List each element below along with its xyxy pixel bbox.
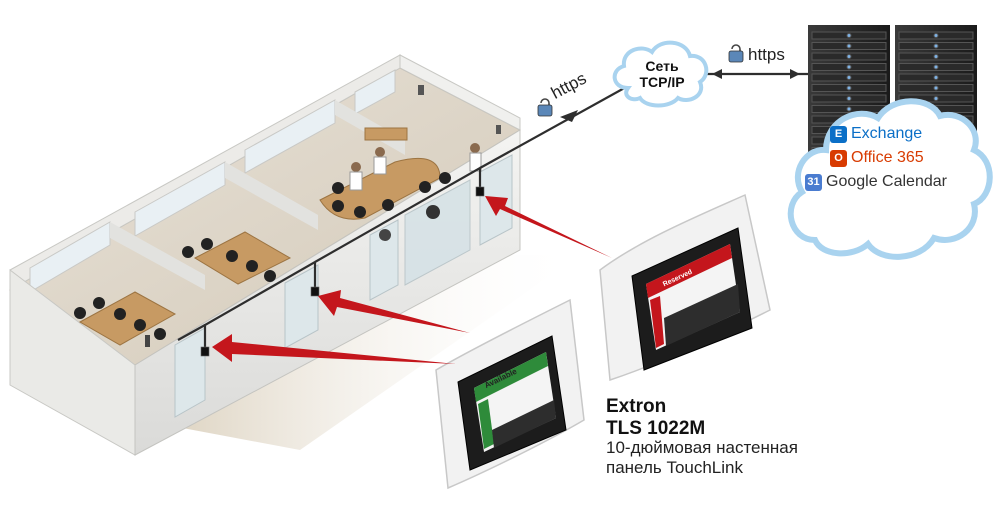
https-label-right: https xyxy=(748,45,785,64)
lock-icon xyxy=(728,44,744,63)
rack-led xyxy=(846,75,852,80)
service-label: Exchange xyxy=(851,125,923,142)
product-description: 10-дюймовая настенная панель TouchLink xyxy=(606,438,798,478)
rack-led xyxy=(933,64,939,70)
rack-led xyxy=(846,33,852,38)
pointer-arrows xyxy=(212,196,612,364)
tcpip-cloud-label: Сеть TCP/IP xyxy=(622,58,702,90)
rack-led xyxy=(933,54,939,59)
exchange-icon: E xyxy=(830,125,847,143)
lock-icon xyxy=(537,98,553,117)
rack-led xyxy=(933,33,939,38)
product-title: Extron TLS 1022M xyxy=(606,396,705,440)
rack-led xyxy=(846,96,852,101)
office-building xyxy=(9,54,580,456)
rack-led xyxy=(933,43,939,49)
touch-panel-large xyxy=(599,193,771,382)
network-links xyxy=(479,69,808,169)
rack-led xyxy=(933,85,939,91)
product-brand: Extron xyxy=(606,396,667,417)
rack-led xyxy=(846,106,852,112)
service-label: Office 365 xyxy=(851,149,924,166)
cloud-label-line1: Сеть xyxy=(645,58,679,74)
service-office365: O Office 365 xyxy=(830,149,924,167)
rack-led xyxy=(846,64,852,70)
product-desc-line2: панель TouchLink xyxy=(606,458,743,477)
office365-icon: O xyxy=(830,149,847,167)
tcpip-cloud xyxy=(612,40,709,108)
product-desc-line1: 10-дюймовая настенная xyxy=(606,438,798,457)
rack-led xyxy=(933,96,939,101)
product-model: TLS 1022M xyxy=(606,418,706,439)
rack-led xyxy=(933,75,939,80)
rack-led xyxy=(846,85,852,91)
conference-room xyxy=(319,127,482,241)
cloud-label-line2: TCP/IP xyxy=(639,74,685,90)
meeting-room-1 xyxy=(74,291,177,347)
meeting-room-2 xyxy=(182,231,292,285)
google-calendar-icon: 31 xyxy=(805,173,822,191)
rack-led xyxy=(846,54,852,59)
rack-led xyxy=(846,43,852,49)
service-google-calendar: 31 Google Calendar xyxy=(805,173,947,191)
service-exchange: E Exchange xyxy=(830,125,922,143)
service-label: Google Calendar xyxy=(826,173,947,190)
touch-panel-small xyxy=(435,298,585,490)
